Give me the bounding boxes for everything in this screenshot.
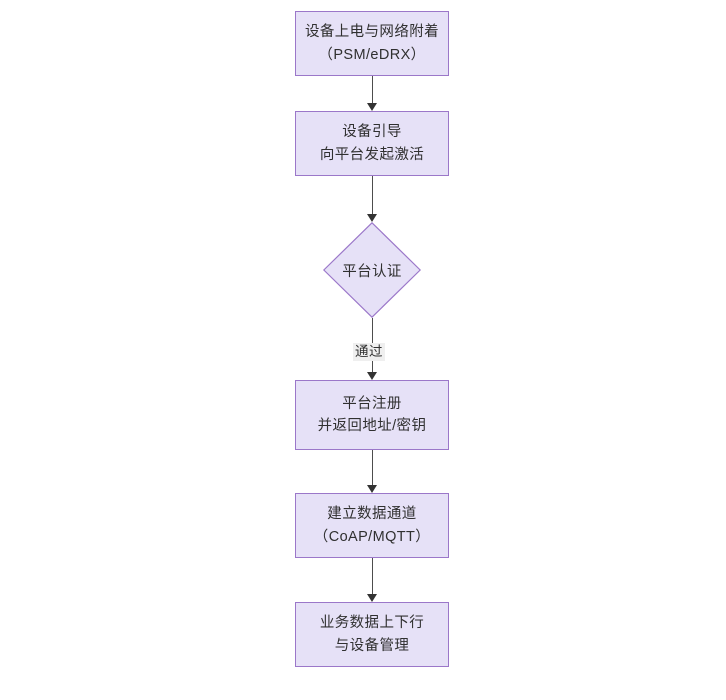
node-business-data-line2: 与设备管理 [334, 637, 410, 654]
node-device-bootstrap-line1: 设备引导 [342, 124, 402, 141]
edge-n5-n6-line [371, 558, 373, 594]
node-business-data[interactable]: 业务数据上下行 与设备管理 [295, 602, 449, 667]
edge-n2-n3-line [371, 176, 373, 214]
edge-label-pass: 通过 [353, 343, 385, 362]
node-platform-register-line2: 并返回地址/密钥 [317, 418, 427, 434]
node-device-power-on[interactable]: 设备上电与网络附着 （PSM/eDRX） [295, 11, 449, 76]
edge-n4-n5-arrowhead [367, 485, 377, 493]
node-device-bootstrap-line2: 向平台发起激活 [319, 146, 425, 163]
node-platform-auth[interactable]: 平台认证 [323, 222, 421, 318]
edge-n3-n4-arrowhead [367, 372, 377, 380]
edge-n1-n2-arrowhead [367, 103, 377, 111]
edge-n5-n6-arrowhead [367, 594, 377, 602]
node-device-power-on-line1: 设备上电与网络附着 [304, 24, 440, 41]
diamond-shape-icon [323, 222, 421, 318]
node-data-channel[interactable]: 建立数据通道 （CoAP/MQTT） [295, 493, 449, 558]
node-device-power-on-line2: （PSM/eDRX） [318, 46, 426, 63]
node-platform-auth-label: 平台认证 [342, 263, 402, 280]
edge-n2-n3-arrowhead [367, 214, 377, 222]
edge-n1-n2-line [371, 76, 373, 103]
node-platform-register[interactable]: 平台注册 并返回地址/密钥 [295, 380, 449, 450]
node-business-data-line1: 业务数据上下行 [319, 615, 425, 632]
edge-n4-n5-line [371, 450, 373, 485]
node-data-channel-line2: （CoAP/MQTT） [313, 528, 431, 545]
node-data-channel-line1: 建立数据通道 [327, 506, 417, 523]
node-device-bootstrap[interactable]: 设备引导 向平台发起激活 [295, 111, 449, 176]
node-platform-register-line1: 平台注册 [342, 395, 402, 412]
